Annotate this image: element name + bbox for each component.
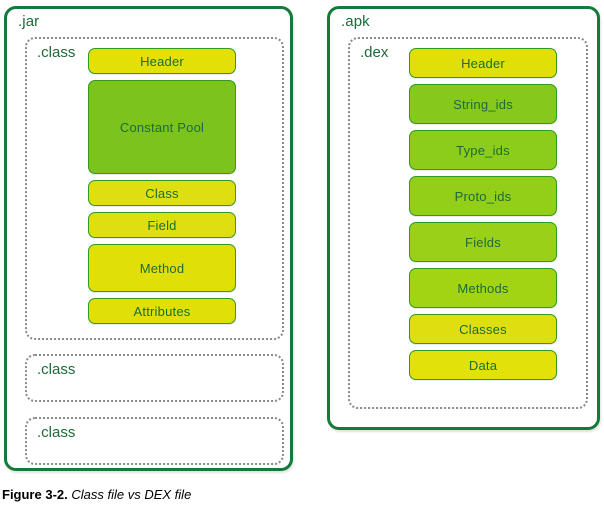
figure-caption: Figure 3-2. Class file vs DEX file	[2, 487, 191, 502]
dex-section-fields: Fields	[409, 222, 557, 262]
class-section-header: Header	[88, 48, 236, 74]
section-label: Header	[461, 55, 505, 71]
section-label: Methods	[457, 280, 509, 296]
section-label: Method	[139, 260, 185, 276]
section-label: Proto_ids	[454, 188, 512, 204]
class-section-constant-pool: Constant Pool	[88, 80, 236, 174]
section-label: Field	[147, 217, 177, 233]
section-label: Class	[145, 185, 179, 201]
dex-section-proto-ids: Proto_ids	[409, 176, 557, 216]
section-label: Header	[140, 53, 184, 69]
figure-title: Class file vs DEX file	[71, 487, 192, 502]
dex-section-string-ids: String_ids	[409, 84, 557, 124]
apk-label: .apk	[341, 13, 370, 30]
section-label: Classes	[459, 321, 507, 337]
class-section-method: Method	[88, 244, 236, 292]
section-label: Constant Pool	[119, 119, 205, 135]
section-label: Fields	[465, 234, 501, 250]
jar-container: .jar .class .class .class	[4, 6, 293, 471]
dex-section-methods: Methods	[409, 268, 557, 308]
class-container-1-label: .class	[37, 44, 76, 61]
class-container-2-label: .class	[37, 361, 76, 378]
dex-container-label: .dex	[360, 44, 389, 61]
class-container-2: .class	[25, 354, 284, 402]
class-section-attributes: Attributes	[88, 298, 236, 324]
class-container-3-label: .class	[37, 424, 76, 441]
figure-number: Figure 3-2.	[2, 487, 68, 502]
jar-label: .jar	[18, 13, 40, 30]
section-label: Attributes	[133, 303, 191, 319]
section-label: Type_ids	[456, 142, 510, 158]
dex-section-data: Data	[409, 350, 557, 380]
dex-section-type-ids: Type_ids	[409, 130, 557, 170]
dex-section-header: Header	[409, 48, 557, 78]
section-label: Data	[468, 357, 498, 373]
class-section-field: Field	[88, 212, 236, 238]
section-label: String_ids	[453, 96, 513, 112]
class-container-3: .class	[25, 417, 284, 465]
dex-section-classes: Classes	[409, 314, 557, 344]
class-section-class: Class	[88, 180, 236, 206]
